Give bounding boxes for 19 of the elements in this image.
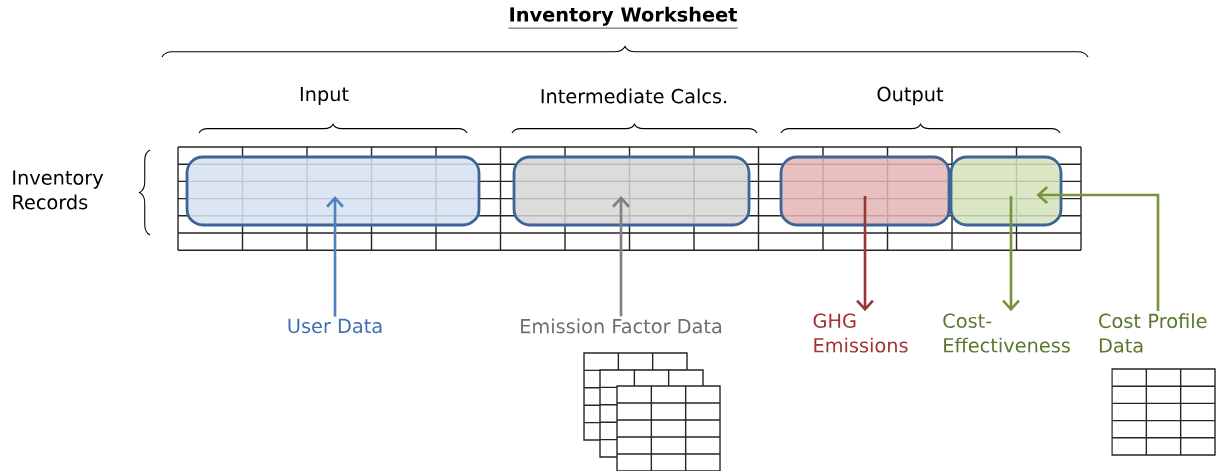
- arrow: [1002, 196, 1020, 312]
- rounded-box: [949, 155, 1063, 227]
- data-label: Emission Factor Data: [521, 318, 722, 334]
- arrow: [326, 196, 344, 317]
- rounded-box: [185, 155, 481, 227]
- section-label: Input: [300, 86, 349, 106]
- arrow: [1036, 186, 1160, 312]
- data-label: Cost-Effectiveness: [943, 313, 1070, 353]
- rounded-box: [779, 155, 951, 227]
- section-label: Output: [877, 86, 944, 106]
- rounded-box: [512, 155, 751, 227]
- arrow: [612, 196, 630, 317]
- arrow: [856, 196, 874, 312]
- data-label: User Data: [288, 318, 382, 334]
- title: Inventory Worksheet: [508, 6, 738, 29]
- data-label: Cost Profile Data: [1099, 313, 1207, 353]
- data-label: GHG Emissions: [813, 313, 908, 353]
- section-label: Intermediate Calcs.: [541, 88, 727, 104]
- row-label: Inventory Records: [13, 170, 104, 210]
